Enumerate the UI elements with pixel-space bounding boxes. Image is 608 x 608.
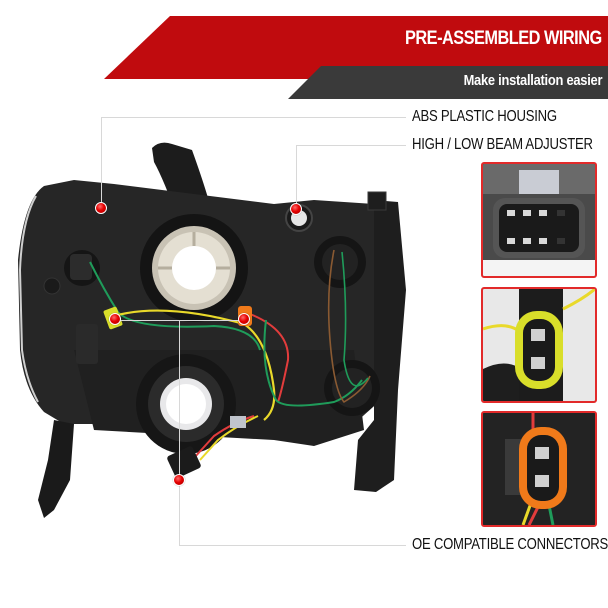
thumbnail-multi-pin-connector [481, 162, 597, 278]
feature-label-adjuster: HIGH / LOW BEAM ADJUSTER [412, 136, 593, 153]
thumbnail-orange-connector [481, 411, 597, 527]
orange-connector-image [483, 413, 595, 525]
callout-dot-adjuster [290, 203, 302, 215]
callout-line-connectors-bar [116, 320, 246, 321]
callout-line-connectors-v [179, 320, 180, 546]
callout-dot-housing [95, 202, 107, 214]
callout-dot-orange-connector [238, 313, 250, 325]
banner-subtitle-background [288, 66, 608, 99]
feature-label-connectors: OE COMPATIBLE CONNECTORS [412, 536, 608, 553]
banner-title: PRE-ASSEMBLED WIRING [405, 28, 602, 49]
callout-line-connectors-h [179, 545, 406, 546]
callout-dot-yellow-connector [109, 313, 121, 325]
callout-line-housing-v [101, 117, 102, 209]
thumbnail-yellow-connector [481, 287, 597, 403]
headlight-housing-image [18, 142, 406, 518]
banner-subtitle: Make installation easier [463, 72, 602, 89]
feature-label-housing: ABS PLASTIC HOUSING [412, 108, 557, 125]
callout-line-adjuster-v [296, 145, 297, 209]
multi-pin-connector-image [483, 164, 595, 276]
callout-line-adjuster-h [296, 145, 406, 146]
callout-line-housing-h [101, 117, 406, 118]
yellow-connector-image [483, 289, 595, 401]
callout-dot-main-connector [173, 474, 185, 486]
